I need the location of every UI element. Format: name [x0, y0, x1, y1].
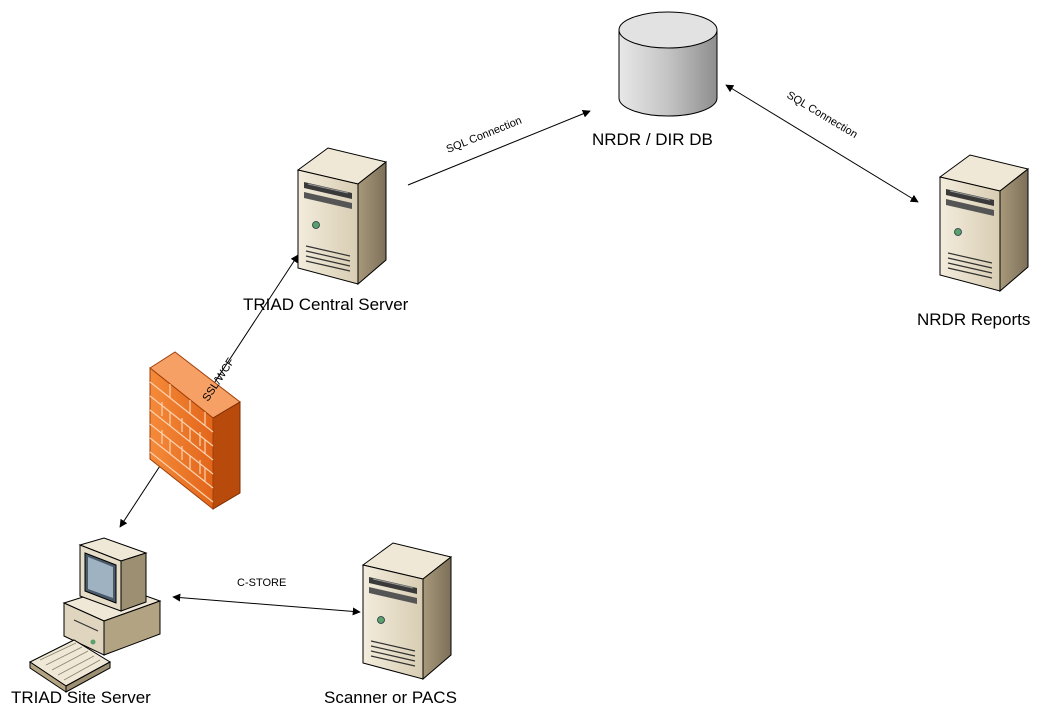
- connector-line: [725, 84, 919, 203]
- central-server-label: TRIAD Central Server: [243, 295, 409, 314]
- edge-central-to-db: SQL Connection: [407, 110, 591, 186]
- connector-line: [172, 593, 361, 616]
- workstation-computer-icon: [29, 537, 162, 693]
- edge-label-sql-connection-left: SQL Connection: [445, 115, 524, 156]
- edge-label-c-store: C-STORE: [237, 577, 286, 589]
- edge-site-to-scanner: C-STORE: [172, 577, 361, 616]
- edge-label-sql-connection-right: SQL Connection: [784, 89, 859, 141]
- site-server-label: TRIAD Site Server: [11, 688, 151, 707]
- database-node: NRDR / DIR DB: [592, 11, 718, 149]
- tower-server-icon: [939, 154, 1029, 292]
- site-server-node: TRIAD Site Server: [11, 537, 162, 707]
- firewall-node: SSL/WCF: [149, 351, 241, 511]
- scanner-node: Scanner or PACS: [324, 542, 457, 707]
- tower-server-icon: [362, 542, 452, 680]
- database-cylinder-icon: [618, 11, 718, 117]
- connector-line: [407, 110, 591, 186]
- reports-server-node: NRDR Reports: [917, 154, 1030, 329]
- scanner-label: Scanner or PACS: [324, 688, 457, 707]
- tower-server-icon: [297, 147, 387, 285]
- reports-server-label: NRDR Reports: [917, 310, 1030, 329]
- central-server-node: TRIAD Central Server: [243, 147, 409, 314]
- firewall-brick-wall-icon: [149, 351, 241, 511]
- database-label: NRDR / DIR DB: [592, 130, 713, 149]
- edge-db-to-reports: SQL Connection: [725, 84, 919, 203]
